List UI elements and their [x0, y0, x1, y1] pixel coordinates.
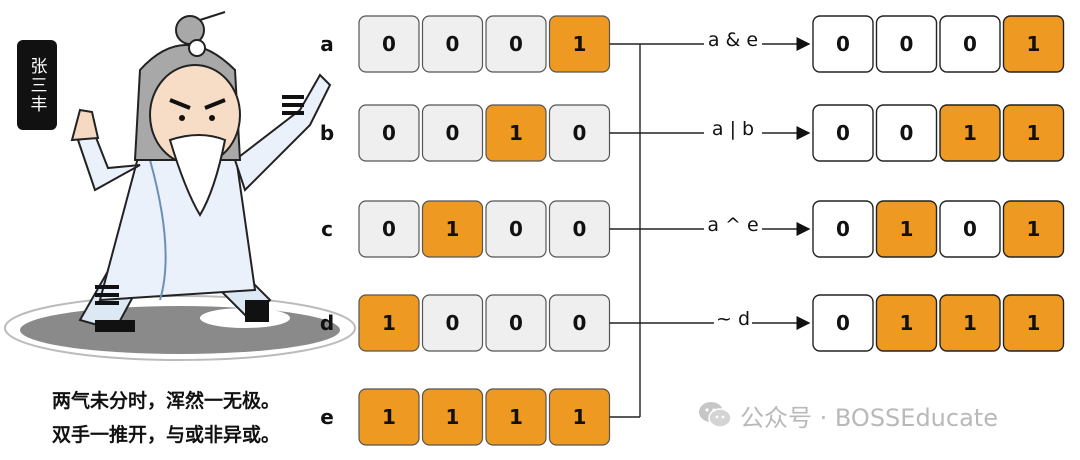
bit-cell-a-1 — [421, 15, 484, 73]
bit-value-a-1: 0 — [446, 32, 460, 56]
bit-cell-d-0 — [358, 294, 420, 352]
result-value-2-3: 1 — [1027, 217, 1041, 241]
bit-value-a-3: 1 — [573, 32, 587, 56]
bit-value-c-1: 1 — [446, 217, 460, 241]
bit-value-d-1: 0 — [446, 311, 460, 335]
bit-value-e-0: 1 — [382, 405, 396, 429]
result-cell-3-1 — [875, 294, 938, 352]
result-value-1-3: 1 — [1027, 121, 1041, 145]
result-value-0-2: 0 — [963, 32, 977, 56]
bit-value-e-3: 1 — [573, 405, 587, 429]
bit-value-d-3: 0 — [573, 311, 587, 335]
bit-cell-c-0 — [358, 200, 420, 258]
bit-cell-e-1 — [421, 388, 484, 446]
wechat-icon — [699, 402, 732, 428]
op-label-bg-2 — [704, 216, 762, 236]
result-cell-3-3 — [1002, 294, 1065, 352]
op-label-1: a | b — [712, 118, 754, 140]
bit-value-d-0: 1 — [382, 311, 396, 335]
result-value-3-0: 0 — [836, 311, 850, 335]
result-registers: 0 0 0 1 0 0 1 1 0 1 0 1 0 1 1 1 — [812, 15, 1065, 352]
character-name-badge: 张三丰 — [17, 40, 57, 130]
result-value-1-2: 1 — [963, 121, 977, 145]
poem-line-1: 两气未分时，浑然一无极。 — [52, 390, 281, 412]
bit-value-b-0: 0 — [382, 121, 396, 145]
result-cell-1-0 — [812, 104, 874, 162]
result-cell-2-1 — [875, 200, 938, 258]
bit-cell-a-0 — [358, 15, 420, 73]
bit-value-c-3: 0 — [573, 217, 587, 241]
bit-value-c-0: 0 — [382, 217, 396, 241]
character-name: 张三丰 — [26, 56, 47, 114]
result-value-3-3: 1 — [1027, 311, 1041, 335]
bit-value-e-2: 1 — [509, 405, 523, 429]
result-value-2-0: 0 — [836, 217, 850, 241]
poem-quote: 两气未分时，浑然一无极。 双手一推开，与或非异或。 — [52, 384, 352, 452]
row-label-b: b — [320, 121, 334, 145]
result-value-1-0: 0 — [836, 121, 850, 145]
bit-cell-e-2 — [485, 388, 547, 446]
bit-cell-e-0 — [358, 388, 420, 446]
bit-value-d-2: 0 — [509, 311, 523, 335]
bit-cell-a-2 — [485, 15, 547, 73]
bit-value-c-2: 0 — [509, 217, 523, 241]
bit-value-e-1: 1 — [446, 405, 460, 429]
bit-cell-c-1 — [421, 200, 484, 258]
result-value-0-0: 0 — [836, 32, 850, 56]
result-value-2-1: 1 — [900, 217, 914, 241]
bit-value-b-2: 1 — [509, 121, 523, 145]
op-label-3: ~ d — [716, 308, 750, 330]
poem-line-2: 双手一推开，与或非异或。 — [52, 424, 281, 446]
row-label-a: a — [320, 32, 334, 56]
result-value-0-1: 0 — [900, 32, 914, 56]
result-value-1-1: 0 — [900, 121, 914, 145]
bit-cell-d-1 — [421, 294, 484, 352]
bit-value-a-0: 0 — [382, 32, 396, 56]
bit-cell-b-1 — [421, 104, 484, 162]
result-value-2-2: 0 — [963, 217, 977, 241]
bit-cell-c-2 — [485, 200, 547, 258]
op-label-2: a ^ e — [707, 214, 758, 236]
result-cell-2-0 — [812, 200, 874, 258]
result-cell-2-2 — [939, 200, 1001, 258]
result-cell-0-1 — [875, 15, 938, 73]
bit-value-a-2: 0 — [509, 32, 523, 56]
result-value-3-2: 1 — [963, 311, 977, 335]
result-cell-1-2 — [939, 104, 1001, 162]
master-illustration — [4, 11, 356, 361]
result-cell-3-2 — [939, 294, 1001, 352]
result-cell-1-3 — [1002, 104, 1065, 162]
connector-lines: a & e a | b a ^ e ~ d — [609, 29, 811, 418]
bit-value-b-1: 0 — [446, 121, 460, 145]
bit-value-b-3: 0 — [573, 121, 587, 145]
row-label-c: c — [321, 217, 333, 241]
result-value-0-3: 1 — [1027, 32, 1041, 56]
bit-cell-d-2 — [485, 294, 547, 352]
result-cell-2-3 — [1002, 200, 1065, 258]
watermark-text: 公众号 · BOSSEducate — [740, 403, 998, 432]
bit-cell-b-2 — [485, 104, 547, 162]
row-label-e: e — [320, 405, 334, 429]
row-label-d: d — [320, 311, 334, 335]
input-registers: a 0 0 0 1 b 0 0 1 0 c 0 1 0 0 d 1 0 0 0 e 1 1 1 1 — [320, 15, 611, 446]
op-label-bg-0 — [704, 31, 762, 51]
watermark: 公众号 · BOSSEducate — [698, 398, 998, 432]
result-value-3-1: 1 — [900, 311, 914, 335]
result-cell-3-0 — [812, 294, 874, 352]
result-cell-0-3 — [1002, 15, 1065, 73]
result-cell-0-2 — [939, 15, 1001, 73]
bit-cell-b-0 — [358, 104, 420, 162]
op-label-bg-3 — [714, 310, 752, 330]
op-label-bg-1 — [704, 120, 762, 140]
result-cell-0-0 — [812, 15, 874, 73]
result-cell-1-1 — [875, 104, 938, 162]
op-label-0: a & e — [708, 29, 758, 51]
